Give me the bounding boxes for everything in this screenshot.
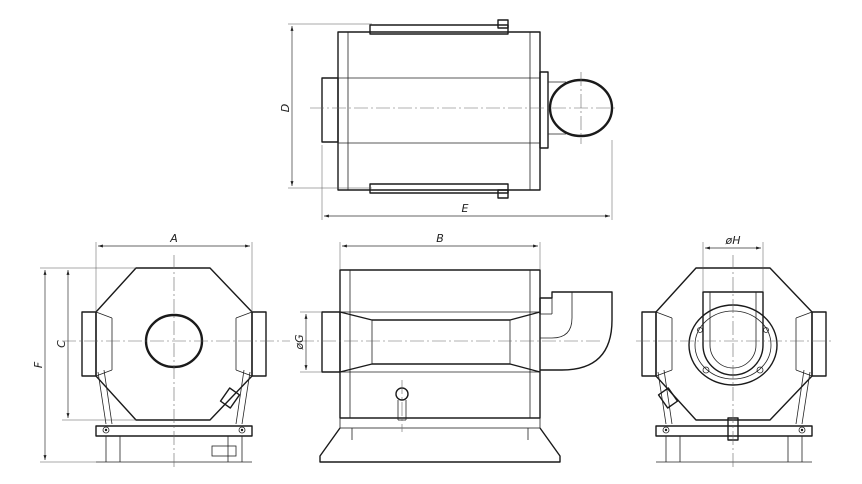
dimension-g: øG [293, 311, 322, 373]
dimension-h: øH [702, 234, 764, 292]
front-view-right [636, 255, 832, 468]
dimension-label-b: B [436, 232, 444, 245]
dimension-label-h: øH [724, 234, 740, 247]
dimension-e: E [321, 140, 613, 220]
dimension-a: A [95, 232, 253, 312]
dimension-label-g: øG [293, 334, 306, 350]
front-view-left [62, 255, 290, 468]
top-view [310, 19, 618, 199]
dimension-label-f: F [32, 361, 45, 368]
dimension-c: C [55, 267, 136, 421]
dimension-f: F [32, 267, 96, 463]
side-view [300, 269, 613, 463]
dimension-label-d: D [279, 104, 292, 112]
dimension-label-e: E [462, 202, 469, 215]
dimension-d: D [279, 23, 372, 189]
dimension-label-a: A [169, 232, 178, 245]
dimension-b: B [339, 232, 541, 270]
dimension-label-c: C [55, 340, 68, 348]
